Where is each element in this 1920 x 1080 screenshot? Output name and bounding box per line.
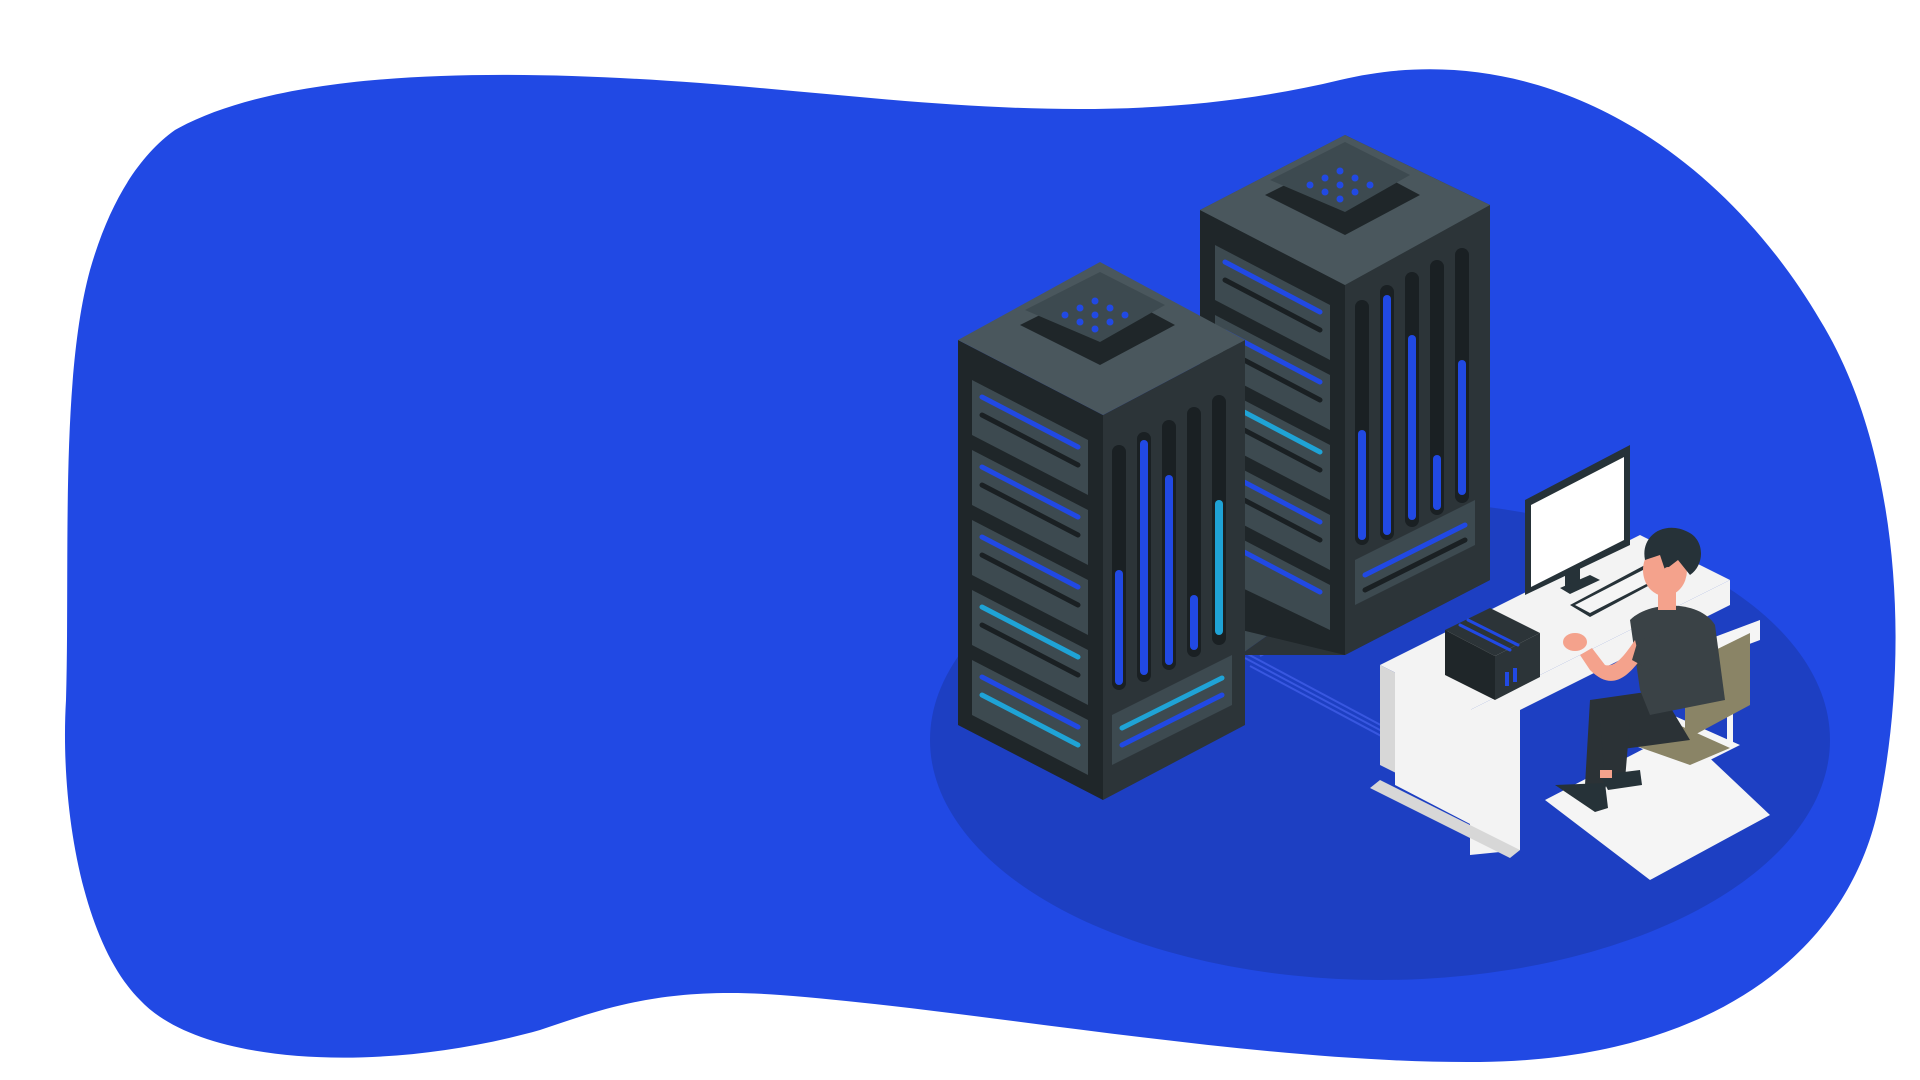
server-rack-back [1200,135,1490,655]
keyboard [1570,565,1665,617]
desk-server-box [1445,608,1540,700]
monitor [1525,445,1630,595]
server-front-slots [972,380,1088,775]
server-rack-front [958,262,1245,800]
server-back-side-bars [1355,248,1475,605]
server-front-side-bars [1112,395,1232,765]
person-at-desk [1555,527,1725,812]
